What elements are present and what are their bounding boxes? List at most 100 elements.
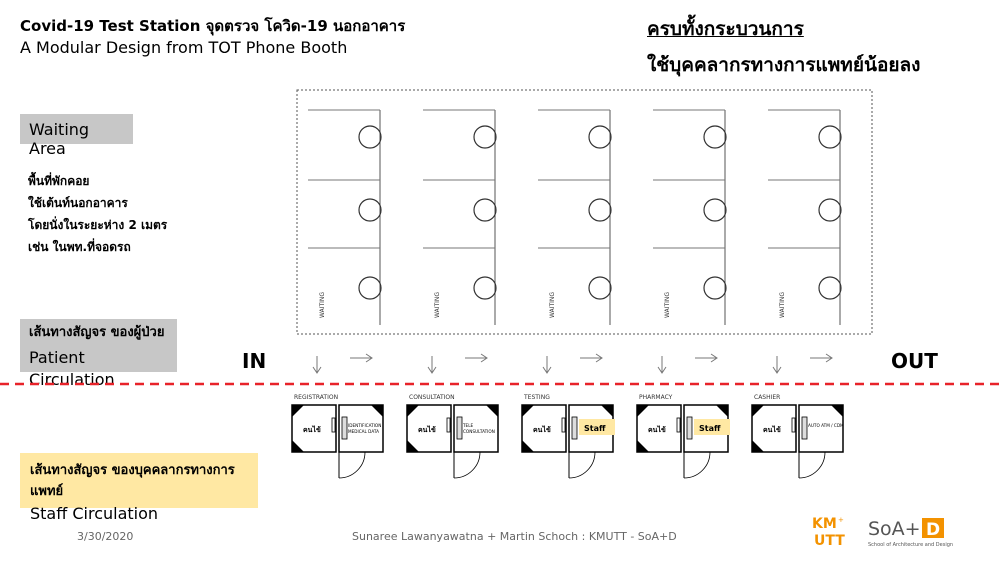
waiting-zone-label: WAITING <box>664 292 671 318</box>
patient-label: คนไข้ <box>533 425 551 434</box>
booth-name: CASHIER <box>754 394 780 401</box>
booth-inner-text: MEDICAL DATA <box>348 429 379 434</box>
svg-text:UTT: UTT <box>814 533 845 548</box>
down-arrow-head <box>427 366 437 374</box>
corner-wedge <box>292 440 304 452</box>
in-label: IN <box>242 349 267 373</box>
staff-circulation-thai: เส้นทางสัญจร ของบุคคลากรทางการแพทย์ <box>30 463 235 499</box>
pass-window <box>561 417 566 433</box>
patient-module <box>636 404 682 453</box>
headline-line2: ใช้บุคคลากรทางการแพทย์น้อยลง <box>647 54 921 76</box>
seat-circle <box>588 276 612 300</box>
door-swing <box>798 451 826 479</box>
door-swing <box>453 451 481 479</box>
seat-circle <box>473 276 497 300</box>
corner-wedge <box>752 440 764 452</box>
seat-circle <box>818 125 842 149</box>
waiting-zone-label: WAITING <box>434 292 441 318</box>
booth-inner-text: AUTO ATM / CDM <box>808 423 844 428</box>
staff-circulation-english: Staff Circulation <box>30 504 159 523</box>
booth-inner-text: CONSULTATION <box>463 429 495 434</box>
corner-wedge <box>407 440 419 452</box>
seat-circle <box>703 276 727 300</box>
svg-text:D: D <box>926 520 940 540</box>
svg-text:KM: KM <box>812 516 837 532</box>
patient-circulation-tag: เส้นทางสัญจร ของผู้ป่วย Patient Circulat… <box>20 319 177 389</box>
kmutt-logo-mark: KM UTT + <box>812 516 845 549</box>
equipment-panel <box>686 416 693 440</box>
waiting-note: ใช้เต้นท์นอกอาคาร <box>28 196 128 210</box>
corner-wedge <box>522 440 534 452</box>
seat-circle <box>473 198 497 222</box>
patient-circulation-thai: เส้นทางสัญจร ของผู้ป่วย <box>29 325 165 340</box>
soad-logo: SoA+ D School of Architecture and Design <box>866 514 956 554</box>
patient-module <box>751 404 797 453</box>
pass-window <box>331 417 336 433</box>
kmutt-logo: KM UTT + <box>812 514 848 552</box>
patient-label: คนไข้ <box>763 425 781 434</box>
corner-wedge <box>637 405 649 417</box>
staff-label: Staff <box>584 424 606 433</box>
waiting-tent-boundary <box>296 89 873 335</box>
down-arrow-head <box>657 366 667 374</box>
footer-credit: Sunaree Lawanyawatna + Martin Schoch : K… <box>352 530 677 543</box>
waiting-notes: พื้นที่พักคอย ใช้เต้นท์นอกอาคาร โดยนั่งใ… <box>28 170 167 258</box>
corner-wedge <box>716 405 728 417</box>
seat-circle <box>473 125 497 149</box>
equipment-panel <box>571 416 578 440</box>
seat-circle <box>358 125 382 149</box>
out-label: OUT <box>891 349 938 373</box>
seat-circle <box>818 276 842 300</box>
door-swing <box>683 451 711 479</box>
patient-label: คนไข้ <box>648 425 666 434</box>
staff-box <box>579 419 615 435</box>
corner-wedge <box>371 405 383 417</box>
patient-label: คนไข้ <box>303 425 321 434</box>
corner-wedge <box>486 405 498 417</box>
footer-date: 3/30/2020 <box>77 530 134 543</box>
seat-circle <box>358 198 382 222</box>
svg-text:SoA+: SoA+ <box>868 518 921 540</box>
down-arrow-head <box>772 366 782 374</box>
seat-circle <box>703 198 727 222</box>
seat-circle <box>703 125 727 149</box>
right-arrow-head <box>365 353 373 363</box>
right-arrow-head <box>595 353 603 363</box>
patient-label: คนไข้ <box>418 425 436 434</box>
pass-window <box>446 417 451 433</box>
flow-arrows <box>312 353 833 374</box>
corner-wedge <box>637 440 649 452</box>
seat-circle <box>588 125 612 149</box>
waiting-zone-label: WAITING <box>319 292 326 318</box>
corner-wedge <box>831 405 843 417</box>
waiting-note: เช่น ในพท.ที่จอดรถ <box>28 240 131 254</box>
corner-wedge <box>292 405 304 417</box>
staff-label: Staff <box>699 424 721 433</box>
page-title: Covid-19 Test Station จุดตรวจ โควิด-19 น… <box>20 17 406 35</box>
booth-name: PHARMACY <box>639 394 673 401</box>
waiting-note: พื้นที่พักคอย <box>28 174 90 188</box>
seat-circle <box>588 198 612 222</box>
page-subtitle: A Modular Design from TOT Phone Booth <box>20 38 348 57</box>
door-swing <box>338 451 366 479</box>
booth-name: REGISTRATION <box>294 394 338 401</box>
right-arrow-head <box>710 353 718 363</box>
corner-wedge <box>752 405 764 417</box>
corner-wedge <box>407 405 419 417</box>
equipment-panel <box>341 416 348 440</box>
booth-name: CONSULTATION <box>409 394 455 401</box>
svg-text:+: + <box>838 516 844 524</box>
equipment-panel <box>456 416 463 440</box>
booth-inner-text: TELE <box>462 423 474 428</box>
door-swing <box>568 451 596 479</box>
booth-inner-text: IDENTIFICATION <box>348 423 381 428</box>
svg-text:School of Architecture and Des: School of Architecture and Design <box>868 542 953 548</box>
staff-circulation-tag: เส้นทางสัญจร ของบุคคลากรทางการแพทย์ Staf… <box>20 453 258 523</box>
staff-box <box>694 419 730 435</box>
waiting-area-tag: Waiting Area <box>20 114 133 158</box>
down-arrow-head <box>312 366 322 374</box>
down-arrow-head <box>542 366 552 374</box>
